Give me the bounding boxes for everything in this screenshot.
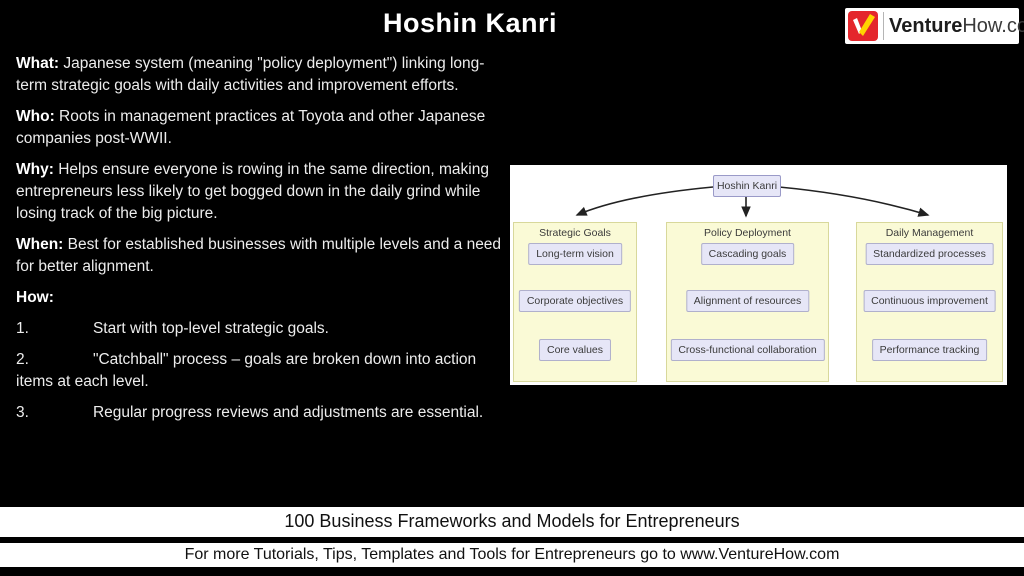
venturehow-logo: VentureHow.com (845, 8, 1024, 44)
step-2-text: "Catchball" process – goals are broken d… (16, 351, 477, 390)
what-text: Japanese system (meaning "policy deploym… (16, 55, 485, 94)
logo-divider (883, 12, 884, 40)
step-3: 3. Regular progress reviews and adjustmen… (16, 402, 502, 424)
policy-deployment-header: Policy Deployment (704, 227, 791, 239)
step-3-text: Regular progress reviews and adjustments… (92, 404, 484, 421)
node-corporate-objectives: Corporate objectives (518, 290, 632, 312)
what-label: What: (16, 55, 60, 72)
daily-management-header: Daily Management (885, 227, 974, 239)
policy-deployment-panel: Policy Deployment Cascading goals Alignm… (666, 222, 829, 382)
step-1-text: Start with top-level strategic goals. (92, 320, 329, 337)
node-continuous-improvement: Continuous improvement (863, 290, 996, 312)
how-paragraph: How: (16, 287, 502, 309)
how-label: How: (16, 289, 54, 306)
diagram-root-node: Hoshin Kanri (713, 175, 781, 197)
description-block: What: Japanese system (meaning "policy d… (16, 53, 502, 433)
step-1: 1. Start with top-level strategic goals. (16, 318, 502, 340)
why-label: Why: (16, 161, 54, 178)
strategic-goals-panel: Strategic Goals Long-term vision Corpora… (513, 222, 637, 382)
when-text: Best for established businesses with mul… (16, 236, 502, 275)
node-performance-tracking: Performance tracking (871, 339, 988, 361)
node-cross-functional-collaboration: Cross-functional collaboration (670, 339, 825, 361)
hoshin-diagram: Hoshin Kanri Strategic Goals Long-term v… (510, 165, 1007, 385)
footer-series-title: 100 Business Frameworks and Models for E… (0, 503, 1024, 540)
node-standardized-processes: Standardized processes (865, 243, 994, 265)
footer-promo-line: For more Tutorials, Tips, Templates and … (0, 540, 1024, 570)
node-core-values: Core values (538, 339, 612, 361)
step-1-number: 1. (16, 320, 29, 337)
what-paragraph: What: Japanese system (meaning "policy d… (16, 53, 502, 97)
step-2-number: 2. (16, 351, 29, 368)
who-label: Who: (16, 108, 55, 125)
step-3-number: 3. (16, 404, 29, 421)
logo-checkmark-icon (853, 14, 875, 36)
page-title: Hoshin Kanri (382, 8, 557, 38)
node-alignment-of-resources: Alignment of resources (685, 290, 810, 312)
node-long-term-vision: Long-term vision (528, 243, 622, 265)
logo-text: VentureHow.com (889, 8, 1024, 44)
who-text: Roots in management practices at Toyota … (16, 108, 486, 147)
when-paragraph: When: Best for established businesses wi… (16, 234, 502, 278)
daily-management-panel: Daily Management Standardized processes … (856, 222, 1003, 382)
logo-text-bold: Venture (889, 15, 963, 37)
logo-badge (848, 11, 878, 41)
why-text: Helps ensure everyone is rowing in the s… (16, 161, 489, 222)
node-cascading-goals: Cascading goals (700, 243, 795, 265)
who-paragraph: Who: Roots in management practices at To… (16, 106, 502, 150)
strategic-goals-header: Strategic Goals (539, 227, 611, 239)
when-label: When: (16, 236, 64, 253)
logo-text-regular: How.com (962, 15, 1024, 37)
connector-arrows (575, 186, 930, 218)
why-paragraph: Why: Helps ensure everyone is rowing in … (16, 159, 502, 225)
step-2: 2."Catchball" process – goals are broken… (16, 349, 502, 393)
